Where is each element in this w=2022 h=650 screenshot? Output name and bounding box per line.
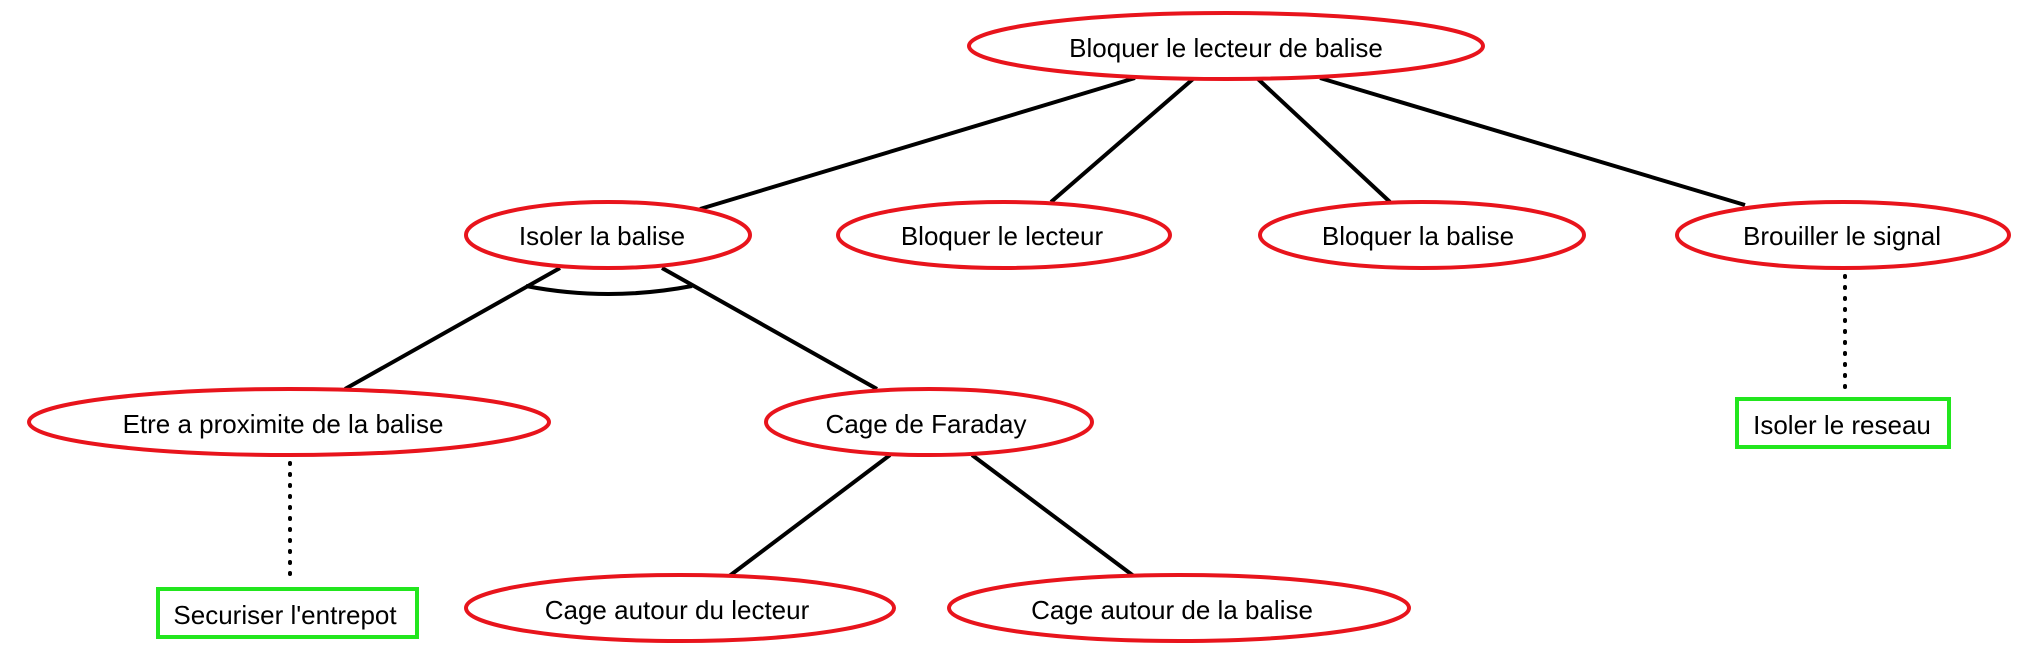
edge-root-to-isoler-balise bbox=[699, 76, 1136, 211]
node-securiser-entrepot: Securiser l'entrepot bbox=[156, 587, 419, 639]
node-cage-balise-ellipse bbox=[947, 573, 1411, 643]
node-proximite-label: Etre a proximite de la balise bbox=[123, 409, 444, 439]
node-cage-balise: Cage autour de la balise bbox=[947, 573, 1411, 643]
node-cage-lecteur-ellipse bbox=[464, 573, 896, 643]
node-cage-lecteur: Cage autour du lecteur bbox=[464, 573, 896, 643]
edge-root-to-bloquer-balise bbox=[1256, 77, 1392, 204]
node-isoler-reseau-box bbox=[1735, 397, 1951, 449]
node-securiser-entrepot-box bbox=[156, 587, 419, 639]
node-isoler-balise-ellipse bbox=[464, 200, 752, 270]
node-cage-balise-label: Cage autour de la balise bbox=[1031, 595, 1313, 625]
node-proximite: Etre a proximite de la balise bbox=[27, 387, 551, 457]
node-isoler-reseau: Isoler le reseau bbox=[1735, 397, 1951, 449]
node-isoler-balise: Isoler la balise bbox=[464, 200, 752, 270]
node-cage-lecteur-label: Cage autour du lecteur bbox=[545, 595, 810, 625]
node-bloquer-balise-label: Bloquer la balise bbox=[1322, 221, 1514, 251]
node-brouiller-signal-label: Brouiller le signal bbox=[1743, 221, 1941, 251]
edge-isoler-balise-to-faraday bbox=[661, 266, 878, 391]
node-bloquer-lecteur-ellipse bbox=[836, 200, 1172, 270]
node-bloquer-lecteur-label: Bloquer le lecteur bbox=[901, 221, 1104, 251]
node-brouiller-signal: Brouiller le signal bbox=[1675, 200, 2011, 270]
node-bloquer-lecteur: Bloquer le lecteur bbox=[836, 200, 1172, 270]
edge-isoler-balise-to-proximite bbox=[344, 266, 561, 391]
node-faraday: Cage de Faraday bbox=[764, 387, 1094, 457]
edge-faraday-to-cage-lecteur bbox=[726, 453, 892, 579]
node-root-label: Bloquer le lecteur de balise bbox=[1069, 33, 1383, 63]
node-faraday-label: Cage de Faraday bbox=[826, 409, 1027, 439]
node-bloquer-balise-ellipse bbox=[1258, 200, 1586, 270]
node-securiser-entrepot-label: Securiser l'entrepot bbox=[173, 600, 397, 630]
node-isoler-balise-label: Isoler la balise bbox=[519, 221, 685, 251]
node-root-ellipse bbox=[967, 11, 1485, 81]
and-arc-isoler-balise bbox=[525, 284, 693, 296]
node-isoler-reseau-label: Isoler le reseau bbox=[1753, 410, 1931, 440]
node-proximite-ellipse bbox=[27, 387, 551, 457]
node-bloquer-balise: Bloquer la balise bbox=[1258, 200, 1586, 270]
node-root: Bloquer le lecteur de balise bbox=[967, 11, 1485, 81]
edge-faraday-to-cage-balise bbox=[970, 453, 1137, 579]
edges-layer bbox=[288, 76, 1847, 586]
node-brouiller-signal-ellipse bbox=[1675, 200, 2011, 270]
node-faraday-ellipse bbox=[764, 387, 1094, 457]
edge-root-to-brouiller-signal bbox=[1319, 76, 1746, 207]
edge-root-to-bloquer-lecteur bbox=[1049, 77, 1195, 204]
